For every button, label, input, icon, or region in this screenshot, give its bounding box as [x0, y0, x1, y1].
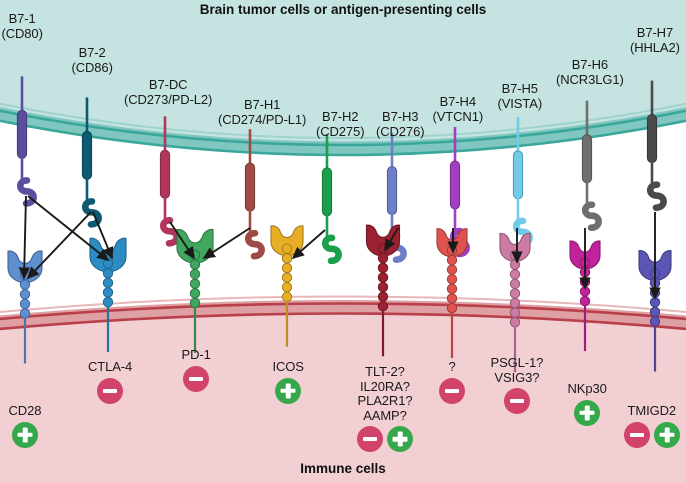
receptor-label-psgl-1: PSGL-1? VSIG3? — [490, 355, 544, 385]
inhibitory-badge-psgl-1 — [504, 388, 530, 414]
receptor-label-unknown: ? — [448, 359, 456, 374]
receptor-unknown — [436, 228, 468, 359]
inhibitory-badge-unknown — [439, 377, 465, 404]
receptor-label-icos: ICOS — [272, 359, 304, 374]
receptor-label-tmigd2: TMIGD2 — [627, 403, 677, 418]
arrow-b7-1-to-cd28 — [18, 195, 30, 280]
ligand-label-b7-h7: B7-H7 (HHLA2) — [630, 25, 680, 55]
ligand-label-b7-h4: B7-H4 (VTCN1) — [432, 94, 484, 124]
arrow-b7-h3-to-tlt-2 — [384, 227, 399, 252]
ligand-label-b7-h2: B7-H2 (CD275) — [316, 109, 365, 139]
ligand-b7-h1 — [244, 129, 265, 260]
page-title-bottom: Immune cells — [300, 461, 386, 476]
inhibitory-badge-pd-1 — [183, 365, 209, 392]
stimulatory-badge-nkp30 — [574, 399, 600, 426]
inhibitory-badge-tlt-2 — [357, 426, 383, 452]
stimulatory-badge-tlt-2 — [387, 426, 413, 452]
stimulatory-badge-icos — [275, 377, 301, 404]
arrow-b7-h1-to-pd-1 — [202, 227, 251, 259]
receptor-label-pd-1: PD-1 — [181, 347, 211, 362]
ligand-b7-h7 — [646, 80, 667, 211]
stimulatory-badge-tmigd2 — [654, 421, 680, 448]
ligand-b7-1 — [16, 76, 37, 207]
stimulatory-badge-cd28 — [12, 421, 38, 448]
receptor-label-nkp30: NKp30 — [567, 381, 607, 396]
receptor-label-ctla-4: CTLA-4 — [88, 359, 133, 374]
arrow-b7-1-to-ctla-4 — [27, 195, 110, 262]
ligand-label-b7-h1: B7-H1 (CD274/PD-L1) — [218, 97, 307, 127]
receptor-label-cd28: CD28 — [8, 403, 42, 418]
ligand-b7-h6 — [581, 100, 602, 232]
inhibitory-badge-ctla-4 — [97, 377, 123, 404]
ligand-b7-h2 — [321, 133, 342, 265]
inhibitory-badge-tmigd2 — [624, 421, 650, 448]
receptor-label-tlt-2: TLT-2? IL20RA? PLA2R1? AAMP? — [357, 364, 413, 423]
tumor-cell-body — [0, 0, 686, 157]
arrow-b7-dc-to-pd-1 — [169, 221, 195, 260]
ligand-label-b7-h5: B7-H5 (VISTA) — [497, 81, 543, 111]
arrow-b7-2-to-ctla-4 — [92, 211, 114, 260]
arrow-b7-h2-to-icos — [291, 229, 326, 260]
ligand-label-b7-h3: B7-H3 (CD276) — [376, 109, 425, 139]
ligand-label-b7-dc: B7-DC (CD273/PD-L2) — [124, 77, 213, 107]
ligand-label-b7-h6: B7-H6 (NCR3LG1) — [556, 57, 624, 87]
ligand-label-b7-1: B7-1 (CD80) — [1, 11, 43, 41]
ligand-b7-dc — [159, 116, 180, 247]
ligand-label-b7-2: B7-2 (CD86) — [71, 45, 113, 75]
arrow-b7-2-to-cd28 — [26, 211, 92, 280]
arrow-group — [18, 195, 661, 300]
page-title-top: Brain tumor cells or antigen-presenting … — [199, 2, 487, 17]
